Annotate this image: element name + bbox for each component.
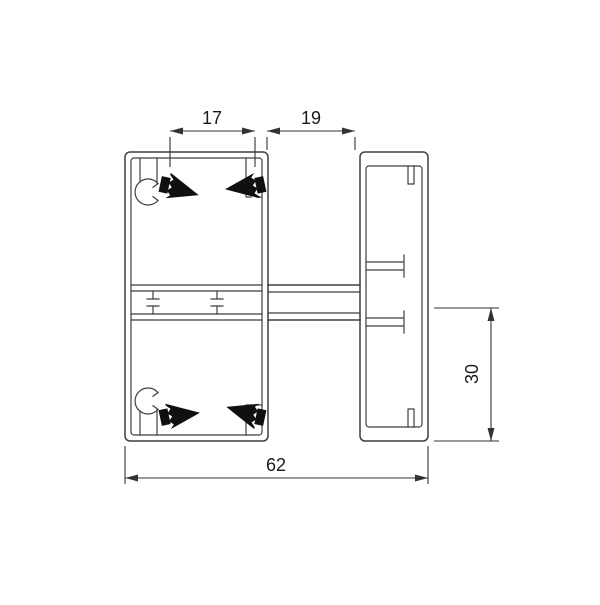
dimension-19: 19 — [266, 108, 356, 150]
screw-boss-tabs — [146, 290, 224, 315]
arrowhead-right — [415, 474, 428, 482]
screw-port-bottom — [134, 387, 159, 436]
right-tube-hooks — [365, 254, 405, 334]
profile-geometry — [124, 151, 429, 442]
arrowhead-left — [267, 127, 280, 135]
left-tube-inner-wall — [130, 157, 263, 436]
brush-seal-top-left — [158, 172, 199, 199]
brush-seal-bottom-right — [226, 403, 267, 430]
left-tube-webs — [130, 284, 263, 321]
dimension-17: 17 — [169, 108, 256, 167]
arrowhead-top — [487, 308, 495, 321]
arrowhead-right — [242, 127, 255, 135]
right-tube-lips — [407, 165, 415, 428]
dimension-30: 30 — [434, 307, 499, 442]
arrowhead-left — [170, 127, 183, 135]
arrowhead-right — [342, 127, 355, 135]
dimensions: 17 19 30 62 — [124, 108, 499, 484]
dim-label-30: 30 — [462, 364, 482, 384]
screw-port-top — [134, 157, 159, 206]
left-tube-outer-wall — [124, 151, 269, 442]
right-tube-inner-wall — [365, 165, 423, 428]
arrowhead-left — [125, 474, 138, 482]
dimension-62: 62 — [124, 446, 429, 484]
brush-seal-top-right — [225, 172, 267, 199]
brush-seals — [158, 172, 267, 430]
right-tube-outer-wall — [359, 151, 429, 442]
dim-label-62: 62 — [266, 455, 286, 475]
dim-label-17: 17 — [202, 108, 222, 128]
crossbar — [267, 284, 361, 321]
dim-label-19: 19 — [301, 108, 321, 128]
brush-seal-bottom-left — [158, 403, 200, 430]
arrowhead-bottom — [487, 428, 495, 441]
